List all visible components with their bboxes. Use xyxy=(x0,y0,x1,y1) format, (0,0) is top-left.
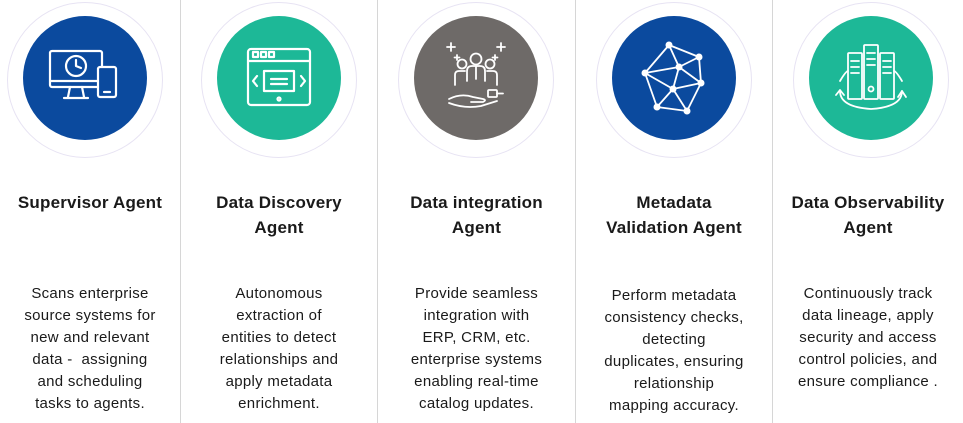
agent-description: Continuously track data lineage, apply s… xyxy=(798,285,938,390)
icon-disc xyxy=(217,16,341,140)
agent-card-data-integration: Data integration Agent Provide seamless … xyxy=(378,0,575,423)
team-integration-icon xyxy=(446,42,506,108)
agent-title: Data Discovery Agent xyxy=(216,193,342,237)
icon-disc xyxy=(809,16,933,140)
agent-description: Scans enterprise source systems for new … xyxy=(24,285,156,412)
monitor-clock-icon xyxy=(48,49,118,100)
agent-title: Metadata Validation Agent xyxy=(606,193,742,237)
icon-ring xyxy=(7,2,163,158)
agent-description: Perform metadata consistency checks, det… xyxy=(604,287,744,414)
server-cycle-icon xyxy=(835,44,907,110)
icon-ring xyxy=(201,2,357,158)
agent-description: Provide seamless integration with ERP, C… xyxy=(410,285,543,412)
column-divider xyxy=(180,0,181,423)
browser-window-icon xyxy=(246,47,312,107)
icon-disc xyxy=(414,16,538,140)
agent-card-data-observability: Data Observability Agent Continuously tr… xyxy=(773,0,963,423)
icon-ring xyxy=(596,2,752,158)
column-divider xyxy=(575,0,576,423)
agent-card-supervisor: Supervisor Agent Scans enterprise source… xyxy=(0,0,180,423)
icon-ring xyxy=(793,2,949,158)
agent-title: Supervisor Agent xyxy=(17,193,163,212)
agent-card-metadata-validation: Metadata Validation Agent Perform metada… xyxy=(576,0,772,423)
icon-disc xyxy=(23,16,147,140)
agent-description: Autonomous extraction of entities to det… xyxy=(219,285,339,412)
icon-ring xyxy=(398,2,554,158)
agent-title: Data Observability Agent xyxy=(791,193,945,237)
column-divider xyxy=(772,0,773,423)
agent-title: Data integration Agent xyxy=(410,193,543,237)
column-divider xyxy=(377,0,378,423)
network-polygon-icon xyxy=(641,41,705,115)
agent-card-data-discovery: Data Discovery Agent Autonomous extracti… xyxy=(181,0,377,423)
icon-disc xyxy=(612,16,736,140)
